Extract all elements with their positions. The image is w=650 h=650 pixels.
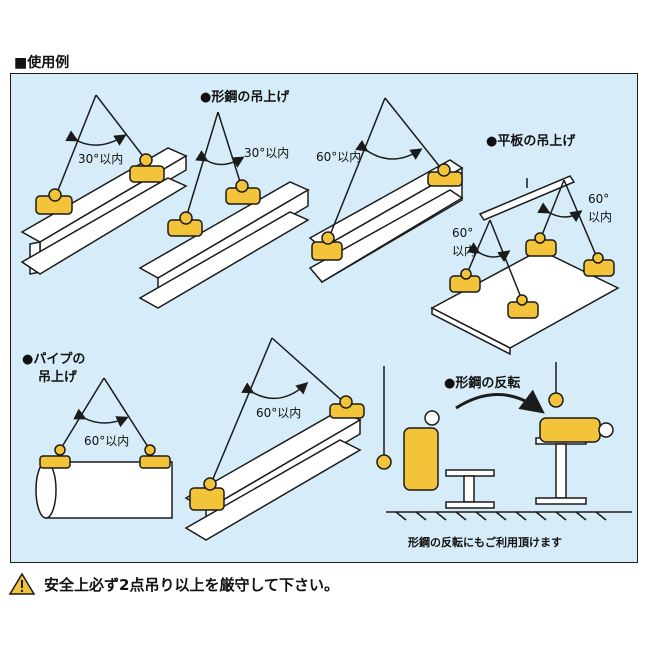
scene-pipe-60 bbox=[35, 377, 173, 519]
label-shape-steel-lift: ●形鋼の吊上げ bbox=[200, 90, 290, 105]
section-title: ■使用例 bbox=[14, 55, 70, 71]
label-pipe-lift-line2: 吊上げ bbox=[38, 370, 78, 385]
label-pipe-lift-line1: ●パイプの bbox=[22, 352, 86, 367]
scene-beam-30-b bbox=[138, 111, 310, 309]
scene-reversal bbox=[376, 362, 632, 521]
warning-triangle-icon bbox=[8, 572, 36, 595]
scene-flat-plate-60 bbox=[430, 175, 620, 356]
angle-label-4-bottom: 以内 bbox=[588, 210, 613, 224]
scene-beam-60 bbox=[184, 337, 365, 541]
angle-label-1: 30°以内 bbox=[78, 152, 124, 166]
angle-label-3: 60°以内 bbox=[316, 150, 362, 164]
label-reversal: ●形鋼の反転 bbox=[444, 376, 521, 391]
warning-text: 安全上必ず2点吊り以上を厳守して下さい。 bbox=[44, 575, 339, 594]
angle-label-6: 60°以内 bbox=[84, 434, 130, 448]
angle-label-2: 30°以内 bbox=[244, 146, 290, 160]
label-reversal-note: 形鋼の反転にもご利用頂けます bbox=[408, 536, 562, 549]
angle-label-5-bottom: 以内 bbox=[452, 244, 477, 258]
angle-label-7: 60°以内 bbox=[256, 406, 302, 420]
angle-label-5-top: 60° bbox=[452, 226, 474, 240]
scene-beam-30-a bbox=[20, 94, 188, 275]
label-flat-plate-lift: ●平板の吊上げ bbox=[486, 134, 576, 149]
scene-channel-60 bbox=[308, 97, 464, 284]
angle-label-4-top: 60° bbox=[588, 192, 610, 206]
warning-banner: 安全上必ず2点吊り以上を厳守して下さい。 bbox=[12, 572, 339, 596]
